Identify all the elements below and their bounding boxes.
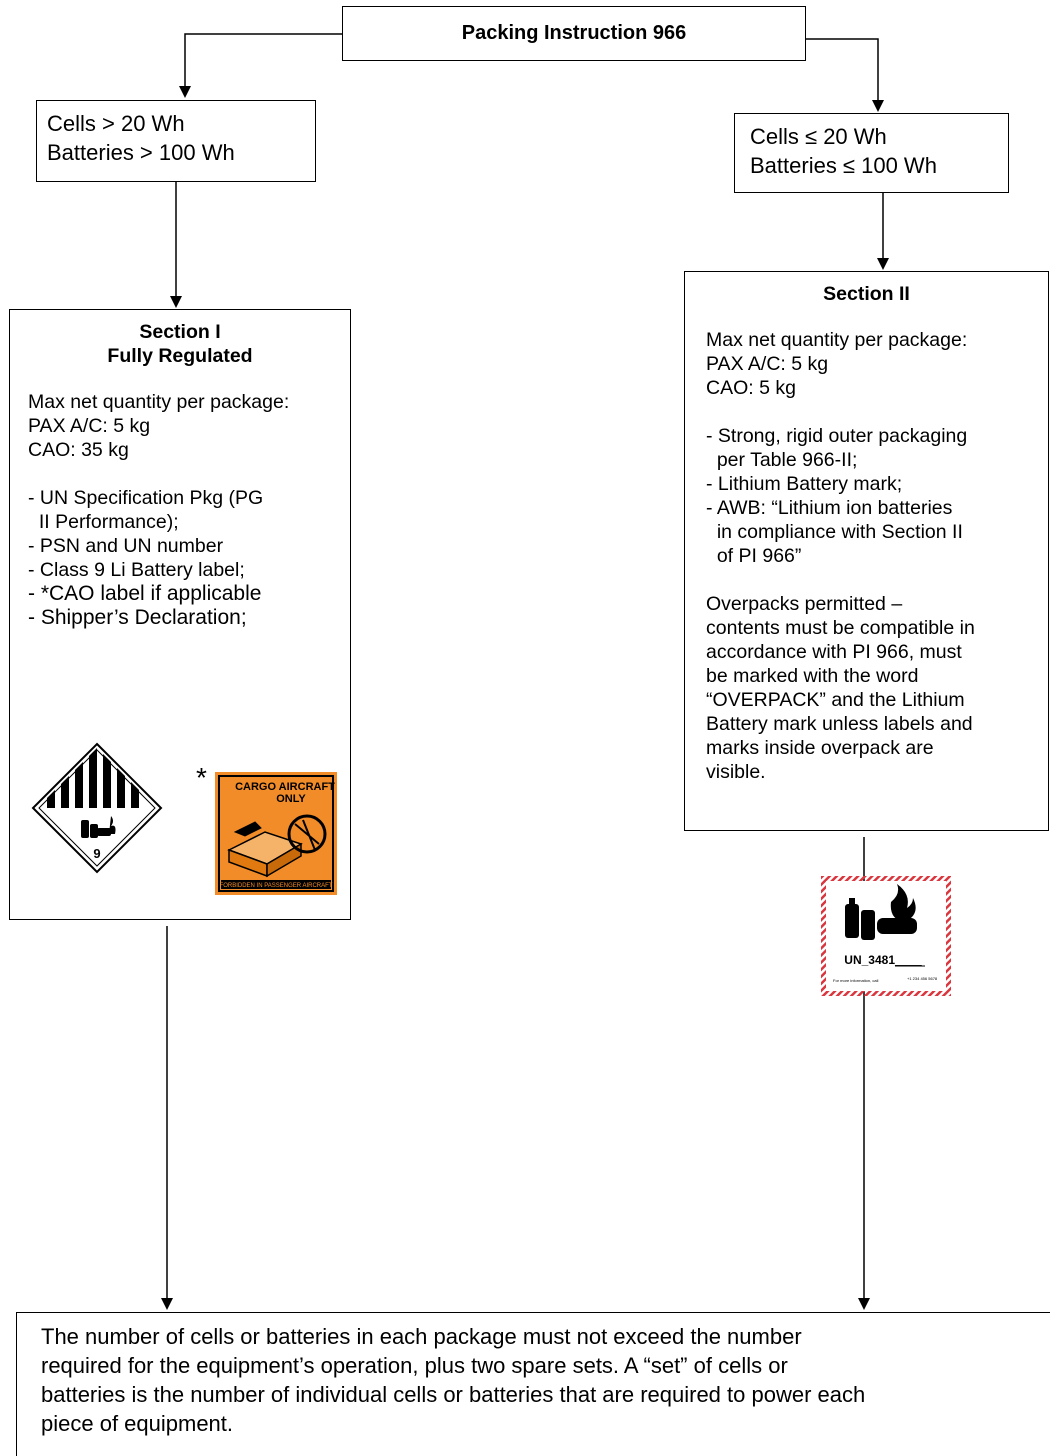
- condition-right-batteries: Batteries ≤ 100 Wh: [750, 153, 937, 178]
- section2-item: - Lithium Battery mark;: [706, 473, 903, 495]
- section2-box: Section II Max net quantity per package:…: [684, 271, 1049, 996]
- section2-item: of PI 966”: [706, 545, 802, 567]
- section1-item: II Performance);: [28, 511, 179, 533]
- section2-item: - Strong, rigid outer packaging: [706, 425, 968, 447]
- section1-box: Section I Fully Regulated Max net quanti…: [9, 309, 351, 920]
- section1-body: Max net quantity per package: PAX A/C: 5…: [10, 390, 350, 630]
- section1-title: Section I: [139, 321, 221, 343]
- section2-line: CAO: 5 kg: [706, 377, 796, 399]
- title-box: Packing Instruction 966: [342, 6, 806, 61]
- section1-item: - UN Specification Pkg (PG: [28, 487, 264, 509]
- section1-item: - Class 9 Li Battery label;: [28, 559, 245, 581]
- footer-line: The number of cells or batteries in each…: [41, 1324, 802, 1349]
- overpack-line: be marked with the word: [706, 665, 919, 687]
- aircraft-cargo-icon: [227, 814, 327, 878]
- condition-right-cells: Cells ≤ 20 Wh: [750, 124, 887, 149]
- class9-number: 9: [93, 846, 100, 861]
- lithium-battery-mark: UN_3481____ For more information, call +…: [821, 876, 951, 996]
- section2-line: Max net quantity per package:: [706, 329, 968, 351]
- battery-icon: [81, 816, 116, 838]
- section2-item: in compliance with Section II: [706, 521, 963, 543]
- overpack-line: contents must be compatible in: [706, 617, 975, 639]
- cao-asterisk: *: [196, 762, 207, 793]
- battery-fire-icon: [845, 884, 917, 940]
- section1-item: - PSN and UN number: [28, 535, 224, 557]
- condition-left-batteries: Batteries > 100 Wh: [47, 140, 235, 165]
- section1-line: CAO: 35 kg: [28, 439, 129, 461]
- footer-box: The number of cells or batteries in each…: [16, 1312, 1050, 1456]
- section1-item: - *CAO label if applicable: [28, 582, 262, 605]
- un-number: UN_3481____: [844, 953, 922, 967]
- section1-line: Max net quantity per package:: [28, 391, 290, 413]
- svg-text:For more information, call: For more information, call: [833, 978, 878, 983]
- overpack-line: marks inside overpack are: [706, 737, 934, 759]
- class9-hazard-label: 9: [31, 742, 163, 874]
- section1-item: - Shipper’s Declaration;: [28, 606, 247, 629]
- overpack-line: Overpacks permitted –: [706, 593, 903, 615]
- footer-line: piece of equipment.: [41, 1411, 234, 1436]
- section2-body: Max net quantity per package: PAX A/C: 5…: [685, 328, 1048, 784]
- svg-text:FORBIDDEN IN PASSENGER AIRCRAF: FORBIDDEN IN PASSENGER AIRCRAFT: [220, 883, 333, 889]
- overpack-line: Battery mark unless labels and: [706, 713, 973, 735]
- diagram-title: Packing Instruction 966: [461, 22, 687, 44]
- overpack-line: visible.: [706, 761, 766, 783]
- svg-text:CARGO AIRCRAFT: CARGO AIRCRAFT: [235, 781, 335, 793]
- cao-label: CARGO AIRCRAFT ONLY FORBIDDEN IN PASSENG…: [215, 772, 337, 895]
- section2-title: Section II: [823, 283, 910, 305]
- overpack-line: “OVERPACK” and the Lithium: [706, 689, 965, 711]
- section1-subtitle: Fully Regulated: [107, 345, 253, 367]
- section1-line: PAX A/C: 5 kg: [28, 415, 151, 437]
- arrow-title-to-left: [184, 33, 342, 86]
- section2-line: PAX A/C: 5 kg: [706, 353, 829, 375]
- condition-box-right: Cells ≤ 20 Wh Batteries ≤ 100 Wh: [734, 113, 1009, 193]
- arrow-title-to-right: [806, 38, 879, 100]
- footer-line: required for the equipment’s operation, …: [41, 1353, 788, 1378]
- svg-text:+1 234 456 5678: +1 234 456 5678: [907, 976, 938, 981]
- footer-line: batteries is the number of individual ce…: [41, 1382, 866, 1407]
- condition-left-cells: Cells > 20 Wh: [47, 111, 185, 136]
- condition-box-left: Cells > 20 Wh Batteries > 100 Wh: [36, 100, 316, 182]
- section2-item: - AWB: “Lithium ion batteries: [706, 497, 953, 519]
- section2-item: per Table 966-II;: [706, 449, 858, 471]
- overpack-line: accordance with PI 966, must: [706, 641, 962, 663]
- svg-text:ONLY: ONLY: [276, 793, 306, 805]
